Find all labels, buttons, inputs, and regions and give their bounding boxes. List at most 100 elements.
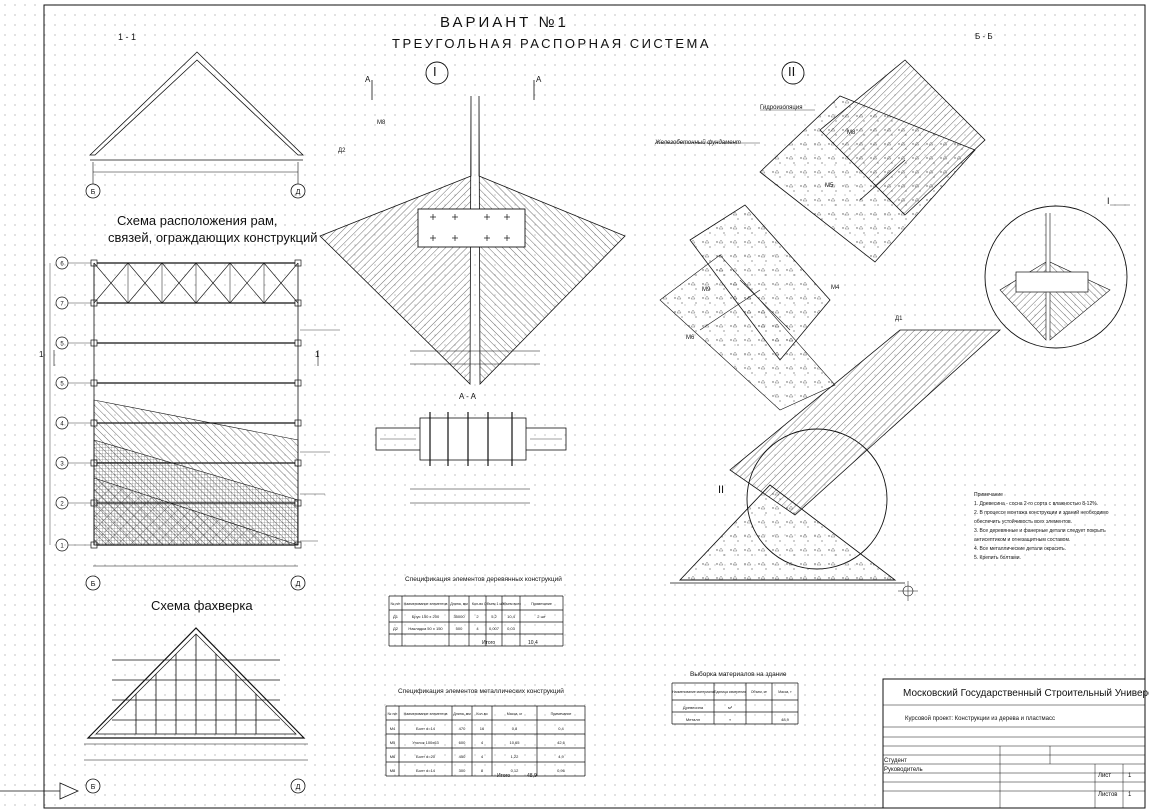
spec-steel-cell: 0,8 [512,726,518,731]
brace-line [229,262,265,304]
stamp-subject: Курсовой проект: Конструкции из дерева и… [905,716,1055,722]
brace-line [263,262,299,304]
label-d2: Д2 [338,148,346,154]
materials-cell: 48,9 [781,717,790,722]
spec-wood-cell: 5,2 [491,614,497,619]
spec-steel-cell: M5 [390,740,396,745]
spec-wood-header: Наименование элементов [404,602,448,606]
materials-header: Масса, т [778,690,792,694]
spec-wood-cell: 0,007 [489,626,500,631]
fachwerk-title: Схема фахверка [151,598,253,613]
section-aa-label: A - A [459,392,476,401]
materials-header: Единица измерения [714,690,746,694]
materials-cell: т [729,717,731,722]
node-2-bubble [781,61,805,85]
spec-steel-cell: 470 [459,726,466,731]
spec-wood-header: Длина, мм [450,602,468,606]
note-item: 1. Древесина - сосна 2-го сорта с влажно… [974,501,1099,507]
spec-wood-header: Примечание [531,602,552,606]
detail-circle-1 [984,205,1128,349]
label-m8-bb: M8 [847,130,856,136]
spec-steel-total: 48,9 [527,773,537,779]
spec-steel-cell: Болт d=14 [416,768,436,773]
spec-steel-cell: 10,65 [509,740,520,745]
label-m5: M5 [825,183,834,189]
variant-title: ВАРИАНТ №1 [440,14,569,31]
materials-cell: Металл [686,717,701,722]
spec-steel-cell: 42,6 [557,740,566,745]
spec-steel-cell: 1,22 [511,754,520,759]
row-axis-text: 2 [60,502,64,508]
spec-steel-cell: 450 [459,754,466,759]
note-item: 2. В процессе монтажа конструкции и здан… [974,510,1109,516]
aa-plate [419,417,527,461]
spec-steel-cell: 4 [481,740,484,745]
note-item: 4. Все металлические детали окрасить. [974,546,1067,552]
note-item: 5. Крепить болтами. [974,555,1021,561]
spec-steel-cell: 4 [481,754,484,759]
roof-zone-3 [93,477,299,546]
spec-wood-header: № п/п [391,602,401,606]
label-m8: M8 [377,120,386,126]
mark-one-left: 1 [39,350,44,359]
label-m9: M9 [702,287,711,293]
stamp-head: Руководитель [884,767,923,773]
note-item: 3. Все деревянные и фанерные детали след… [974,528,1106,534]
notes-heading: Примечание [974,492,1003,498]
mark-one-right: 1 [315,350,320,359]
brace-line [127,262,163,304]
section-bb-label: Б - Б [975,32,993,41]
spec-steel-cell: M6 [390,754,396,759]
spec-steel-title: Спецификация элементов металлических кон… [398,688,564,695]
spec-wood-cell: 35000 [453,614,465,619]
stamp-sheets-value: 1 [1128,792,1132,798]
spec-wood-cell: 2 [476,614,479,619]
label-foundation: Железобетонный фундамент [655,140,741,146]
note-item: антисептиком и огнезащитным составом. [974,537,1071,543]
spec-wood-cell: 500 [456,626,463,631]
spec-steel-cell: Болт d=14 [416,726,436,731]
spec-steel-header: Кол-во [476,712,487,716]
brace-line [195,262,231,304]
axis-b-text: Б [91,784,96,791]
row-axis-text: 5 [60,342,64,348]
spec-wood-cell: Брус 150 x 200 [412,614,440,619]
materials-header: Наименование материала [672,690,714,694]
spec-wood-header: Объем всех [501,602,521,606]
detail1-plate [1015,271,1089,293]
rafter-end-bb [819,59,986,216]
axis-d-text: Д [296,581,301,588]
row-axis-text: 5 [60,382,64,388]
label-m4: M4 [831,285,840,291]
materials-title: Выборка материалов на здание [690,671,787,678]
row-axis-text: 1 [60,544,64,550]
node-1-bubble [425,61,449,85]
title-block [882,678,1146,809]
stamp-student: Студент [884,758,907,764]
ridge-left-half [319,95,472,385]
axis-bubble-d-fach [290,778,306,794]
spec-wood-cell: 0,03 [507,626,516,631]
frames-scheme-title-1: Схема расположения рам, [117,213,278,228]
spec-steel-cell: 16 [480,726,485,731]
label-m6: M6 [686,335,695,341]
spec-wood-title: Спецификация элементов деревянных констр… [405,576,562,583]
spec-steel-cell: M4 [390,726,396,731]
ridge-splice-plate [417,208,526,248]
stamp-sheet-value: 1 [1128,773,1132,779]
row-axis-text: 6 [60,262,64,268]
spec-steel-cell: M8 [390,768,396,773]
spec-steel-cell: 8 [481,768,484,773]
stamp-university: Московский Государственный Строительный … [903,688,1149,699]
ridge-right-half [478,95,626,385]
node-2-label: II [788,64,796,79]
spec-steel-header: № п/п [388,712,398,716]
node-1-label: I [433,64,437,79]
spec-wood-cell: Накладка 50 x 150 [408,626,443,631]
spec-steel-cell: 600 [459,740,466,745]
spec-steel-cell: Уголок 100x63 [412,740,439,745]
stamp-sheet: Лист [1098,773,1112,779]
circle-2-label: II [718,484,725,496]
spec-wood-cell: 2 шт [537,614,546,619]
